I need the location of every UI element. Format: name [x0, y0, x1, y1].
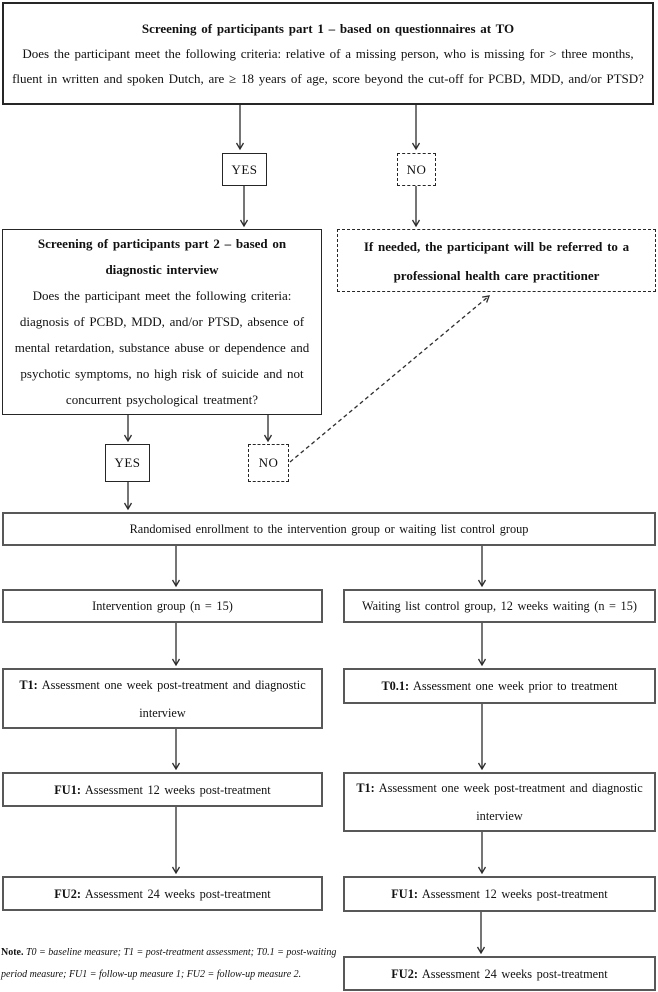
note-text: T0 = baseline measure; T1 = post-treatme…: [1, 947, 337, 980]
yes-box-2: YES: [105, 444, 150, 482]
intervention-group-box: Intervention group (n = 15): [2, 589, 323, 623]
fu1-left-label: FU1:: [54, 782, 81, 797]
yes-box-1: YES: [222, 153, 267, 186]
no-box-1: NO: [397, 153, 436, 186]
fu2-right-box: FU2: Assessment 24 weeks post-treatment: [343, 956, 656, 991]
t01-right-text: Assessment one week prior to treatment: [413, 679, 618, 693]
t1-right-label: T1:: [356, 781, 375, 795]
fu1-right-box: FU1: Assessment 12 weeks post-treatment: [343, 876, 656, 912]
no-box-2: NO: [248, 444, 289, 482]
t1-right-text: Assessment one week post-treatment and d…: [378, 781, 643, 823]
t1-left-box: T1: Assessment one week post-treatment a…: [2, 668, 323, 729]
referral-box: If needed, the participant will be refer…: [337, 229, 656, 292]
fu2-left-text: Assessment 24 weeks post-treatment: [84, 886, 271, 901]
screening-part2-title: Screening of participants part 2 – based…: [37, 236, 287, 277]
fu1-left-text: Assessment 12 weeks post-treatment: [84, 782, 271, 797]
fu1-left-box: FU1: Assessment 12 weeks post-treatment: [2, 772, 323, 807]
fu2-left-label: FU2:: [54, 886, 81, 901]
t01-right-box: T0.1: Assessment one week prior to treat…: [343, 668, 656, 704]
randomisation-box: Randomised enrollment to the interventio…: [2, 512, 656, 546]
screening-part1-title: Screening of participants part 1 – based…: [141, 21, 515, 36]
screening-part2-box: Screening of participants part 2 – based…: [2, 229, 322, 415]
fu2-right-text: Assessment 24 weeks post-treatment: [421, 966, 608, 981]
fu2-left-box: FU2: Assessment 24 weeks post-treatment: [2, 876, 323, 911]
waiting-list-group-box: Waiting list control group, 12 weeks wai…: [343, 589, 656, 623]
note-label: Note.: [1, 947, 24, 958]
fu1-right-label: FU1:: [391, 887, 418, 901]
screening-part2-body: Does the participant meet the following …: [14, 288, 310, 407]
figure-note: Note. T0 = baseline measure; T1 = post-t…: [1, 942, 341, 986]
fu1-right-text: Assessment 12 weeks post-treatment: [421, 887, 608, 901]
t1-right-box: T1: Assessment one week post-treatment a…: [343, 772, 656, 832]
t1-left-label: T1:: [19, 677, 38, 692]
screening-part1-body: Does the participant meet the following …: [12, 46, 644, 86]
screening-part1-box: Screening of participants part 1 – based…: [2, 2, 654, 105]
fu2-right-label: FU2:: [391, 966, 418, 981]
t1-left-text: Assessment one week post-treatment and d…: [41, 677, 306, 720]
t01-right-label: T0.1:: [381, 679, 410, 693]
